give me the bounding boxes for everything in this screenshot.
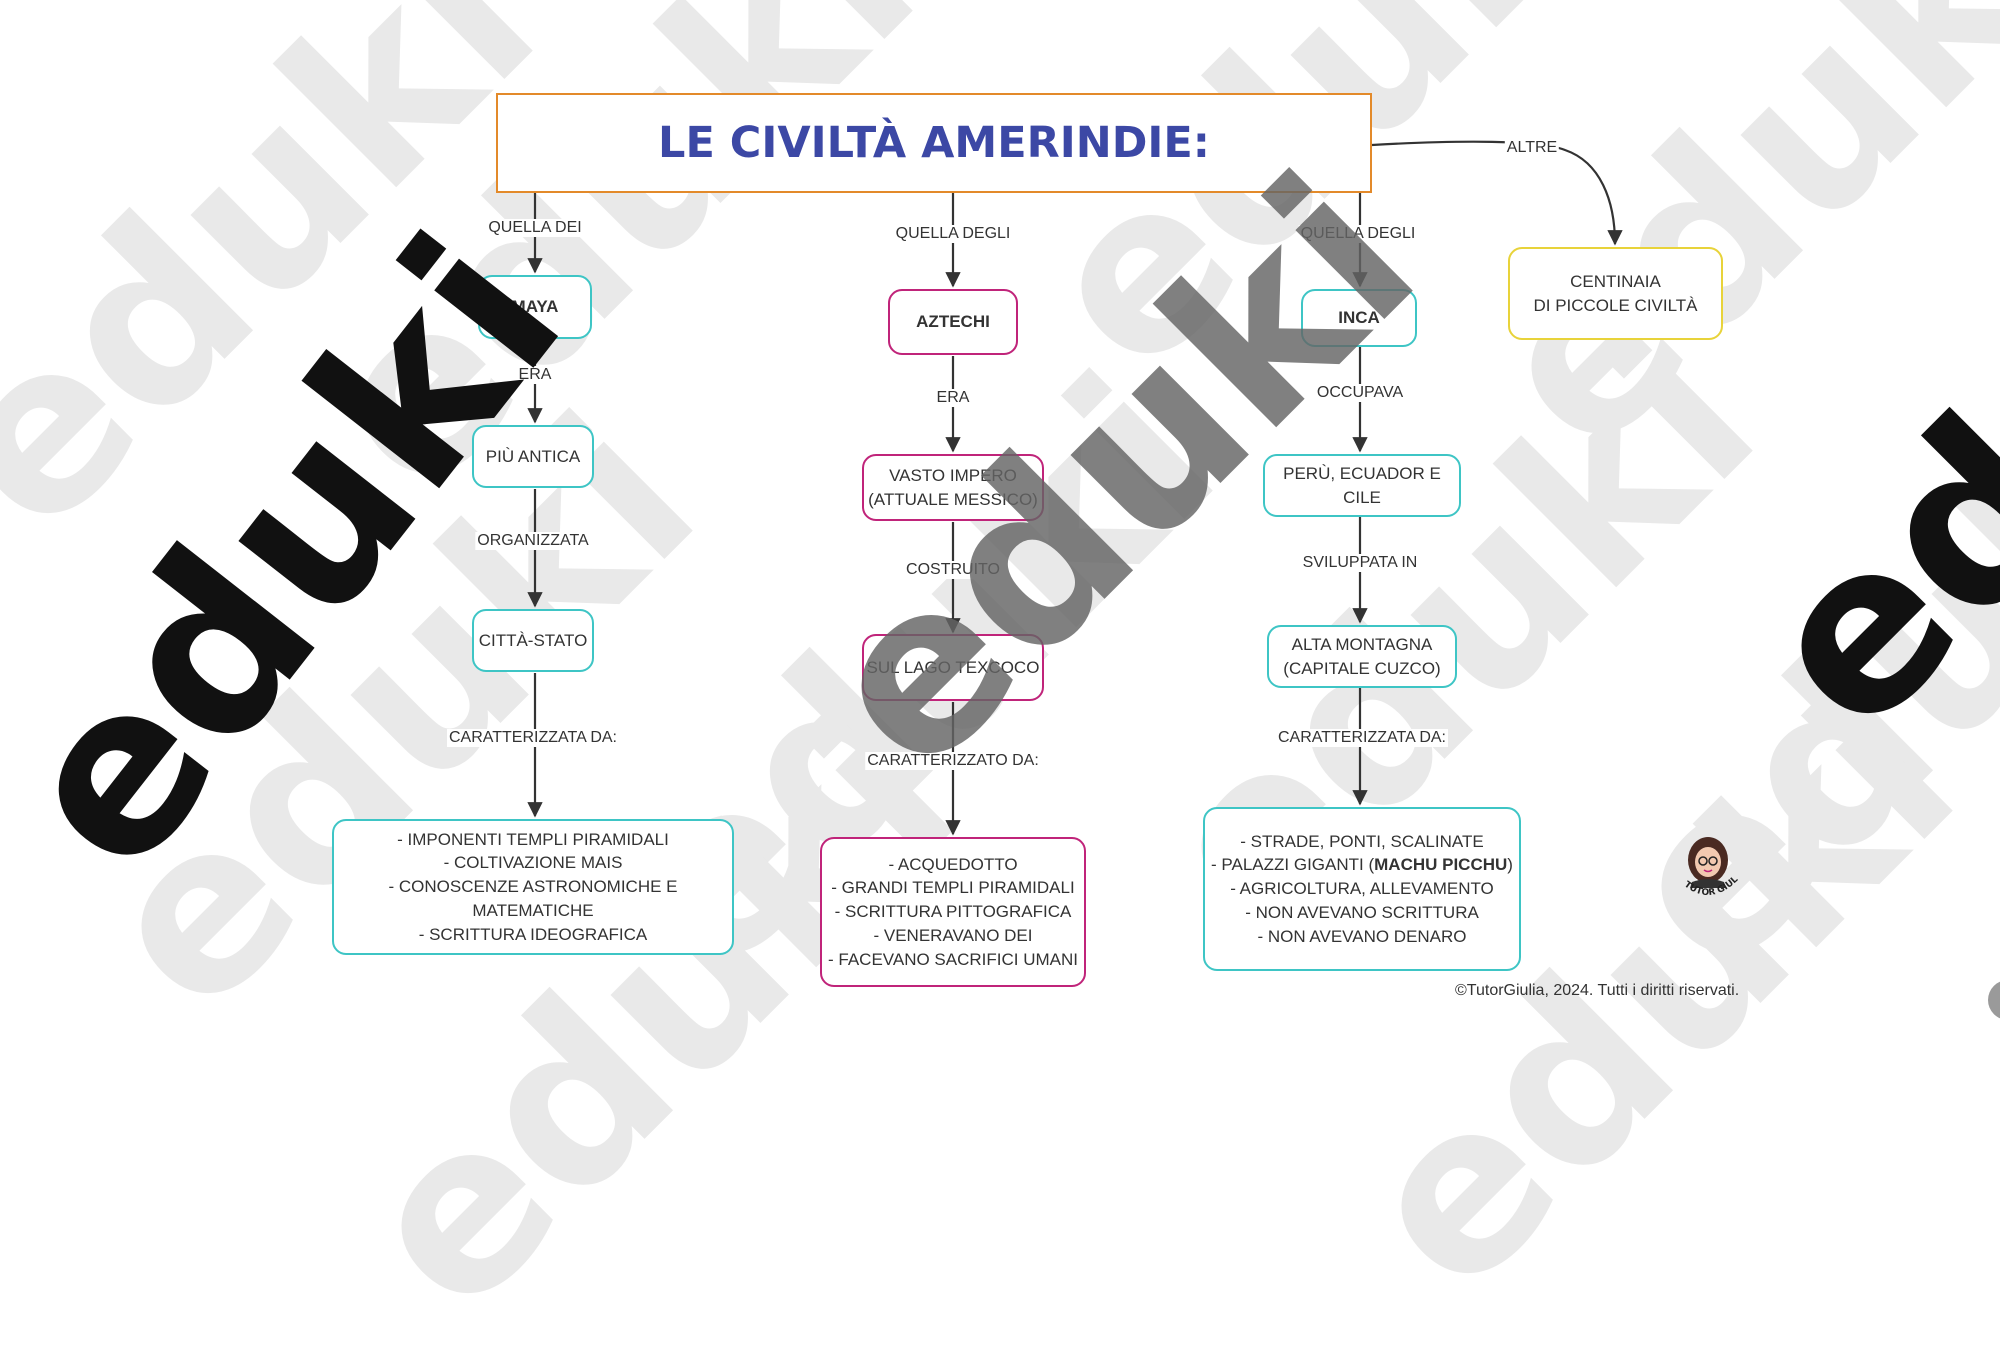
node-inca-territorio: PERÙ, ECUADOR E CILE	[1263, 454, 1461, 517]
node-text: PIÙ ANTICA	[485, 446, 581, 466]
edge-label: QUELLA DEGLI	[1298, 225, 1418, 243]
node-text: - STRADE, PONTI, SCALINATE - PALAZZI GIG…	[1211, 830, 1513, 949]
node-aztechi-features: - ACQUEDOTTO - GRANDI TEMPLI PIRAMIDALI …	[820, 837, 1086, 987]
edge-label: CARATTERIZZATA DA:	[1275, 729, 1449, 747]
edge-label: QUELLA DEGLI	[893, 225, 1013, 243]
edge-label: ERA	[934, 389, 972, 407]
node-altre: CENTINAIA DI PICCOLE CIVILTÀ	[1508, 247, 1723, 340]
copyright-notice: ©TutorGiulia, 2024. Tutti i diritti rise…	[1455, 982, 1740, 999]
node-text: INCA	[1338, 308, 1380, 328]
page-title: LE CIVILTÀ AMERINDIE:	[658, 118, 1210, 168]
tutor-giulia-avatar-icon: TUTOR GIULIA	[1668, 830, 1740, 898]
edge-altre	[1371, 140, 1623, 246]
node-inca-montagna: ALTA MONTAGNA (CAPITALE CUZCO)	[1267, 625, 1457, 688]
node-text: CITTÀ-STATO	[478, 630, 588, 650]
features-text: ) - AGRICOLTURA, ALLEVAMENTO - NON AVEVA…	[1230, 855, 1513, 946]
node-inca-features: - STRADE, PONTI, SCALINATE - PALAZZI GIG…	[1203, 807, 1521, 971]
edge-label: QUELLA DEI	[486, 219, 584, 237]
edge-label: CARATTERIZZATO DA:	[865, 752, 1041, 770]
features-text: - STRADE, PONTI, SCALINATE - PALAZZI GIG…	[1211, 831, 1484, 875]
node-maya: MAYA	[478, 275, 592, 339]
node-text: ALTA MONTAGNA (CAPITALE CUZCO)	[1283, 634, 1441, 678]
node-maya-antica: PIÙ ANTICA	[472, 425, 594, 488]
node-aztechi-impero: VASTO IMPERO (ATTUALE MESSICO)	[862, 454, 1044, 521]
edge-label: OCCUPAVA	[1314, 384, 1406, 402]
edge-label: ERA	[516, 366, 554, 384]
scroll-handle-icon	[1988, 980, 2000, 1020]
node-text: MAYA	[511, 297, 559, 317]
node-maya-features: - IMPONENTI TEMPLI PIRAMIDALI - COLTIVAZ…	[332, 819, 734, 955]
node-text: CENTINAIA DI PICCOLE CIVILTÀ	[1533, 271, 1698, 315]
node-aztechi-lago: SUL LAGO TEXCOCO	[862, 634, 1044, 701]
edge-label: ORGANIZZATA	[475, 532, 591, 550]
machu-picchu-bold: MACHU PICCHU	[1374, 855, 1508, 875]
edge-label: COSTRUITO	[904, 561, 1002, 579]
node-text: - IMPONENTI TEMPLI PIRAMIDALI - COLTIVAZ…	[388, 829, 678, 944]
node-inca: INCA	[1301, 289, 1417, 347]
edge-label: ALTRE	[1504, 139, 1560, 157]
node-text: VASTO IMPERO (ATTUALE MESSICO)	[868, 465, 1038, 509]
node-text: - ACQUEDOTTO - GRANDI TEMPLI PIRAMIDALI …	[828, 854, 1078, 969]
node-text: SUL LAGO TEXCOCO	[866, 657, 1040, 677]
node-text: PERÙ, ECUADOR E CILE	[1283, 463, 1441, 507]
node-text: AZTECHI	[916, 312, 990, 332]
node-aztechi: AZTECHI	[888, 289, 1018, 355]
node-maya-citta: CITTÀ-STATO	[472, 609, 594, 672]
title-box: LE CIVILTÀ AMERINDIE:	[496, 93, 1372, 193]
edge-label: CARATTERIZZATA DA:	[446, 729, 620, 747]
edge-label: SVILUPPATA IN	[1300, 554, 1420, 572]
